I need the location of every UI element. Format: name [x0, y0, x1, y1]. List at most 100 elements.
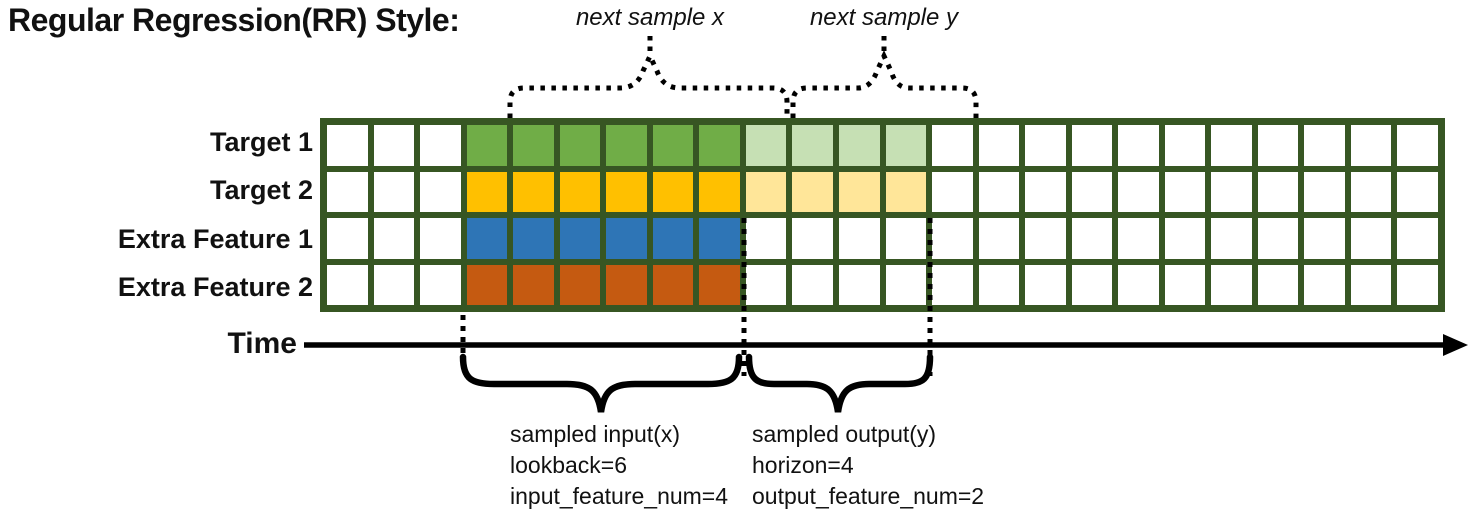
- empty-cell: [1397, 218, 1438, 259]
- empty-cell: [1397, 125, 1438, 166]
- input-cell: [559, 264, 601, 305]
- empty-cell: [978, 218, 1020, 259]
- input-cell: [513, 218, 554, 259]
- empty-cell: [1118, 171, 1159, 212]
- row-label-target-2: Target 2: [209, 175, 313, 206]
- empty-cell: [1350, 171, 1392, 212]
- input-cell: [513, 125, 554, 166]
- empty-cell: [932, 218, 973, 259]
- empty-cell: [1350, 218, 1392, 259]
- input-cell: [559, 125, 601, 166]
- feature-row-labels: Target 1 Target 2 Extra Feature 1 Extra …: [0, 118, 313, 312]
- sampled-output-caption-line: sampled output(y): [752, 421, 937, 447]
- input-cell: [699, 171, 740, 212]
- input-cell: [466, 125, 508, 166]
- empty-cell: [1071, 125, 1113, 166]
- empty-cell: [1071, 218, 1113, 259]
- empty-cell: [327, 218, 368, 259]
- sampled-input-caption-line: sampled input(x): [510, 421, 681, 447]
- empty-cell: [1257, 171, 1299, 212]
- empty-cell: [1397, 171, 1438, 212]
- empty-cell: [885, 264, 927, 305]
- horizon-caption-line: horizon=4: [752, 452, 854, 478]
- empty-cell: [1304, 218, 1345, 259]
- next-sample-y-brace: [790, 50, 979, 118]
- empty-cell: [1118, 218, 1159, 259]
- empty-cell: [932, 264, 973, 305]
- empty-cell: [1257, 264, 1299, 305]
- empty-cell: [420, 125, 461, 166]
- output-cell: [745, 171, 787, 212]
- input-cell: [559, 171, 601, 212]
- input-cell: [699, 218, 740, 259]
- empty-cell: [1164, 171, 1206, 212]
- empty-cell: [420, 264, 461, 305]
- empty-cell: [1164, 218, 1206, 259]
- empty-cell: [978, 171, 1020, 212]
- diagram-title: Regular Regression(RR) Style:: [8, 2, 460, 38]
- empty-cell: [1257, 218, 1299, 259]
- sampled-input-caption: sampled input(x) lookback=6 input_featur…: [510, 419, 728, 512]
- empty-cell: [1071, 171, 1113, 212]
- lookback-caption-line: lookback=6: [510, 452, 627, 478]
- row-label-extra-feature-1: Extra Feature 1: [117, 223, 313, 254]
- empty-cell: [373, 264, 415, 305]
- empty-cell: [1350, 264, 1392, 305]
- next-sample-y-label: next sample y: [809, 4, 959, 31]
- output-cell: [838, 125, 880, 166]
- empty-cell: [373, 125, 415, 166]
- empty-cell: [420, 171, 461, 212]
- sampled-output-brace: [745, 353, 934, 413]
- input-cell: [466, 264, 508, 305]
- sampled-input-brace: [459, 353, 743, 413]
- output-cell: [792, 125, 833, 166]
- empty-cell: [745, 218, 787, 259]
- empty-cell: [327, 125, 368, 166]
- input-cell: [513, 264, 554, 305]
- output-feature-num-caption-line: output_feature_num=2: [752, 483, 985, 509]
- empty-cell: [1211, 264, 1252, 305]
- empty-cell: [838, 218, 880, 259]
- input-cell: [606, 218, 647, 259]
- empty-cell: [1025, 125, 1066, 166]
- time-axis-arrowhead-icon: [1443, 334, 1468, 356]
- empty-cell: [327, 171, 368, 212]
- next-sample-x-brace: [507, 50, 790, 118]
- empty-cell: [1211, 218, 1252, 259]
- empty-cell: [1071, 264, 1113, 305]
- input-cell: [559, 218, 601, 259]
- empty-cell: [327, 264, 368, 305]
- empty-cell: [1304, 264, 1345, 305]
- row-label-extra-feature-2: Extra Feature 2: [117, 272, 313, 303]
- input-cell: [606, 125, 647, 166]
- empty-cell: [373, 218, 415, 259]
- input-cell: [466, 171, 508, 212]
- empty-cell: [420, 218, 461, 259]
- input-cell: [606, 264, 647, 305]
- empty-cell: [978, 125, 1020, 166]
- input-cell: [699, 125, 740, 166]
- empty-cell: [792, 218, 833, 259]
- empty-cell: [1025, 264, 1066, 305]
- empty-cell: [1164, 264, 1206, 305]
- empty-cell: [1211, 171, 1252, 212]
- output-cell: [745, 125, 787, 166]
- empty-cell: [838, 264, 880, 305]
- sampled-output-caption: sampled output(y) horizon=4 output_featu…: [752, 419, 984, 512]
- empty-cell: [1304, 125, 1345, 166]
- empty-cell: [1118, 264, 1159, 305]
- input-cell: [699, 264, 740, 305]
- empty-cell: [885, 218, 927, 259]
- output-cell: [885, 125, 927, 166]
- input-cell: [652, 171, 694, 212]
- empty-cell: [1211, 125, 1252, 166]
- empty-cell: [978, 264, 1020, 305]
- input-feature-num-caption-line: input_feature_num=4: [510, 483, 729, 509]
- time-axis-label: Time: [227, 327, 297, 360]
- row-label-target-1: Target 1: [209, 126, 313, 157]
- input-cell: [652, 125, 694, 166]
- empty-cell: [932, 125, 973, 166]
- empty-cell: [1257, 125, 1299, 166]
- empty-cell: [1025, 218, 1066, 259]
- input-cell: [652, 218, 694, 259]
